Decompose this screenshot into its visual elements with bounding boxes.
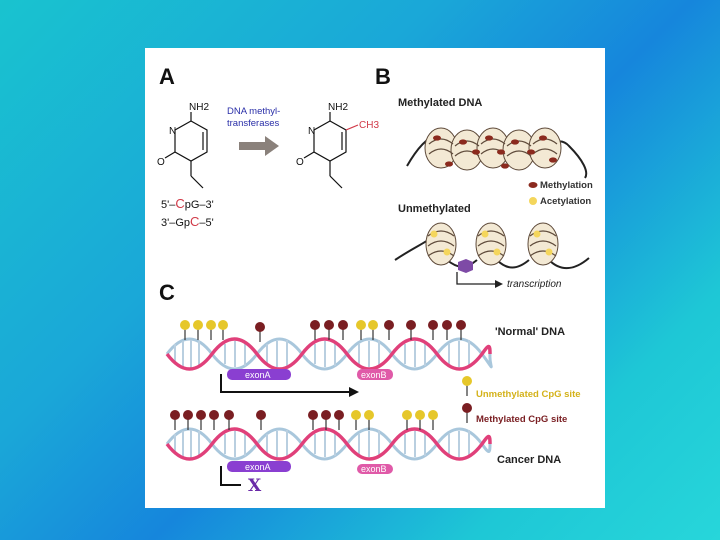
methylation-legend-label: Methylation: [540, 180, 593, 191]
unmethylated-legend-label: Unmethylated CpG site: [476, 389, 581, 400]
cancer-exon-b-label: exonB: [361, 464, 387, 474]
figure-svg: A NH2 N O DNA methyl- transferases NH2 N…: [157, 64, 593, 496]
acetylation-legend-label: Acetylation: [540, 196, 591, 207]
methylated-dna-title: Methylated DNA: [398, 97, 482, 109]
cpg-bottom-strand: 3'–GpC–5': [161, 214, 214, 229]
transcription-label: transcription: [507, 279, 562, 290]
enzyme-label-line1: DNA methyl-: [227, 106, 280, 117]
normal-exon-a: [227, 369, 291, 380]
cytosine-structure: [164, 112, 208, 189]
cancer-exon-a-label: exonA: [245, 462, 271, 472]
normal-dna-label: 'Normal' DNA: [495, 326, 565, 338]
reaction-arrow: [239, 136, 279, 156]
cancer-exon-b: [357, 464, 393, 474]
methylcytosine-structure: [303, 112, 359, 189]
transcription-factor: [458, 259, 473, 273]
normal-exon-b: [357, 369, 393, 380]
normal-dna-helix: [165, 337, 493, 371]
nh2-label-right: NH2: [328, 102, 348, 113]
methylated-chromatin: [406, 127, 588, 179]
cancer-exon-a: [227, 461, 291, 472]
methylation-legend-dot: [528, 182, 538, 188]
unmethylated-legend-dot: [462, 376, 472, 386]
ch3-label: CH3: [359, 120, 379, 131]
methylated-legend-label: Methylated CpG site: [476, 414, 567, 425]
normal-exon-b-label: exonB: [361, 370, 387, 380]
unmethylated-chromatin: [394, 222, 590, 273]
figure-panel: A NH2 N O DNA methyl- transferases NH2 N…: [145, 48, 605, 508]
acetylation-legend-dot: [529, 197, 537, 205]
methylated-legend-dot: [462, 403, 472, 413]
transcription-arrowhead: [495, 280, 503, 288]
normal-cpg-sites: [180, 320, 466, 342]
o-atom-left: O: [157, 157, 165, 168]
cancer-blocked-arrow: [220, 466, 241, 486]
o-atom-right: O: [296, 157, 304, 168]
enzyme-label-line2: transferases: [227, 118, 280, 129]
panel-a-label: A: [159, 64, 175, 89]
cancer-cpg-sites: [170, 410, 438, 430]
normal-transcription-arrowhead: [349, 387, 359, 397]
blocked-transcription-mark: X: [248, 476, 262, 496]
n-atom-left: N: [169, 126, 176, 137]
cancer-dna-helix: [165, 427, 492, 461]
normal-exon-a-label: exonA: [245, 370, 271, 380]
panel-b-label: B: [375, 64, 391, 89]
transcription-arrow: [456, 272, 495, 285]
n-atom-right: N: [308, 126, 315, 137]
unmethylated-title: Unmethylated: [398, 203, 471, 215]
normal-transcription-arrow: [220, 374, 349, 393]
panel-c-label: C: [159, 280, 175, 305]
cpg-top-strand: 5'–CpG–3': [161, 196, 214, 211]
nh2-label-left: NH2: [189, 102, 209, 113]
cancer-dna-label: Cancer DNA: [497, 454, 561, 466]
